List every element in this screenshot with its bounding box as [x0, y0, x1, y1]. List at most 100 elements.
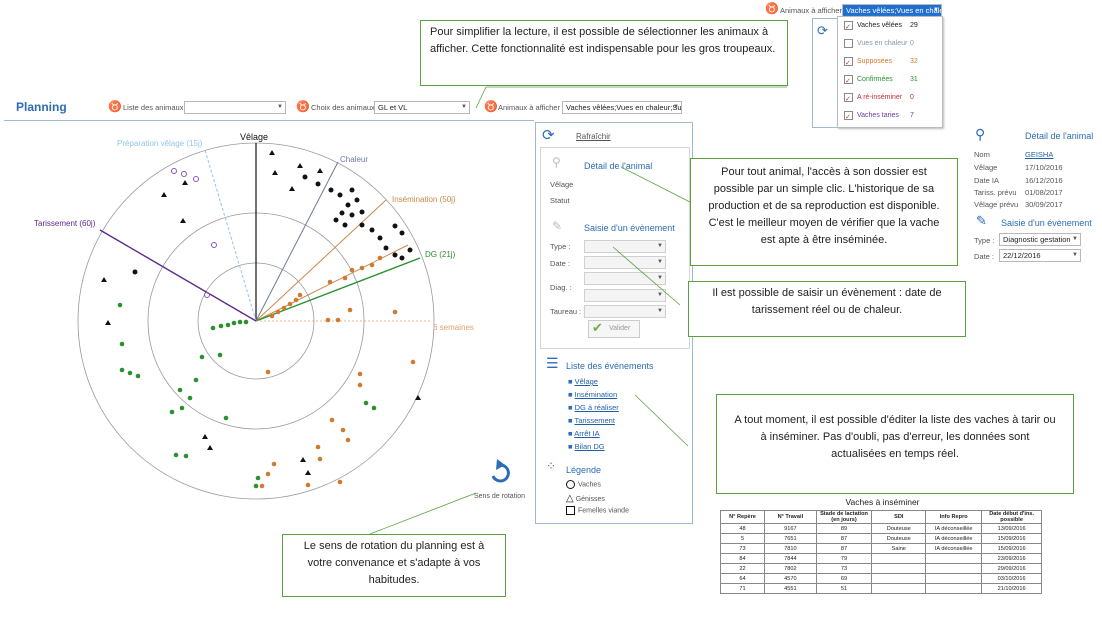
event-link[interactable]: ■ Bilan DG	[568, 442, 605, 451]
refresh-icon[interactable]: ⟳	[542, 127, 555, 144]
event-link[interactable]: ■ Vêlage	[568, 377, 598, 386]
detail-section	[540, 147, 690, 349]
diag-select[interactable]: ▼	[584, 289, 666, 302]
callout-liste: A tout moment, il est possible d'éditer …	[716, 394, 1074, 494]
pencil-icon: ✎	[552, 219, 563, 233]
table-cell: 13/09/2016	[981, 523, 1042, 534]
type-select[interactable]: ▼	[584, 240, 666, 253]
table-cell: 23/09/2016	[981, 553, 1042, 564]
table-cell: 4551	[764, 583, 817, 594]
table-cell: 22	[719, 563, 766, 574]
check-icon: ✔	[592, 320, 603, 335]
type-select[interactable]: Diagnostic gestation▼	[999, 233, 1081, 246]
chevron-down-icon: ▼	[657, 259, 663, 265]
table-cell: 87	[815, 543, 873, 554]
series-supposees	[259, 255, 416, 489]
table-cell: Douteuse	[871, 533, 927, 544]
velage-label: Vêlage	[974, 163, 998, 172]
header-divider	[4, 120, 534, 121]
table-cell	[925, 563, 983, 574]
animaux-afficher-select[interactable]: Vaches vêlées;Vues en chaleur;Su▼	[562, 101, 682, 114]
table-cell: 48	[719, 523, 766, 534]
table-cell: 87	[815, 533, 873, 544]
detail-animal-title: Détail de l'animal	[584, 161, 653, 171]
chevron-down-icon: ▼	[1072, 252, 1078, 258]
date-select[interactable]: ▼	[584, 256, 666, 269]
table-cell: 7802	[764, 563, 817, 574]
table-cell: IA déconseillée	[925, 543, 983, 554]
taureau-select[interactable]: ▼	[584, 305, 666, 318]
liste-animaux-label: Liste des animaux	[123, 103, 184, 112]
tariss-prevu-label: Tariss. prévu	[974, 188, 1017, 197]
date-label: Date :	[974, 252, 995, 261]
refresh-icon: ⟳	[817, 23, 828, 38]
table-cell	[925, 583, 983, 594]
event-link[interactable]: ■ DG à réaliser	[568, 403, 619, 412]
date-ia-label: Date IA	[974, 176, 1000, 185]
chevron-down-icon: ▼	[657, 243, 663, 249]
table-cell: 73	[719, 543, 766, 554]
table-cell: 4570	[764, 573, 817, 584]
event-link[interactable]: ■ Arrêt IA	[568, 429, 600, 438]
table-header: Date début d'ins. possible	[981, 510, 1042, 524]
dg-line	[255, 257, 421, 322]
nom-value[interactable]: GEISHA	[1025, 150, 1054, 159]
chaleur-axis-label: Chaleur	[340, 155, 368, 164]
table-cell: 71	[719, 583, 766, 594]
diag-label: Diag. :	[550, 283, 572, 292]
table-cell: 89	[815, 523, 873, 534]
rafraichir-link[interactable]: Rafraîchir	[576, 132, 611, 141]
header-bar: Planning ♉ Liste des animaux ▼ ♉ Choix d…	[4, 96, 694, 120]
sens-rotation-label: Sens de rotation	[474, 493, 525, 500]
table-cell: 64	[719, 573, 766, 584]
series-confirmees	[117, 302, 377, 489]
chevron-down-icon: ▼	[657, 292, 663, 298]
detail-animal-title: Détail de l'animal	[1025, 131, 1094, 141]
table-cell: 7651	[764, 533, 817, 544]
table-cell	[925, 573, 983, 584]
event-link[interactable]: ■ Tarissement	[568, 416, 615, 425]
liste-animaux-select[interactable]: ▼	[184, 101, 286, 114]
animaux-afficher-label: Animaux à afficher	[780, 6, 842, 15]
table-header: Info Repro	[925, 510, 983, 524]
liste-evenements-title: Liste des événements	[566, 361, 654, 371]
valider-button[interactable]: ✔ Valider	[588, 320, 640, 338]
cow-icon: ♉	[765, 3, 779, 15]
table-cell: 9167	[764, 523, 817, 534]
table-cell	[871, 573, 927, 584]
series-vaches-taries	[171, 168, 217, 298]
square-icon	[566, 506, 575, 515]
chevron-down-icon: ▼	[277, 104, 283, 110]
events-list: ■ Vêlage ■ Insémination ■ DG à réaliser …	[568, 377, 619, 455]
choix-animaux-select[interactable]: GL et VL▼	[374, 101, 470, 114]
table-cell: IA déconseillée	[925, 533, 983, 544]
event-link[interactable]: ■ Insémination	[568, 390, 618, 399]
chaleur-line	[255, 161, 339, 322]
table-title: Vaches à inséminer	[845, 497, 920, 507]
rotation-icon[interactable]	[491, 459, 510, 483]
pencil-icon: ✎	[976, 213, 987, 228]
callout-saisie: Il est possible de saisir un évènement :…	[688, 281, 966, 337]
table-cell	[871, 583, 927, 594]
table-cell: 79	[815, 553, 873, 564]
callout-rotation: Le sens de rotation du planning est à vo…	[282, 534, 506, 597]
legend-list: Vaches △Génisses Femelles viande	[566, 480, 629, 515]
choix-animaux-label: Choix des animaux	[311, 103, 375, 112]
table-cell: 29/09/2016	[981, 563, 1042, 574]
cow-icon: ♉	[108, 101, 122, 113]
tariss-prevu-value: 01/08/2017	[1025, 188, 1063, 197]
table-header: N° Travail	[764, 510, 817, 524]
cow-icon: ♉	[296, 101, 310, 113]
date-ia-value: 16/12/2016	[1025, 176, 1063, 185]
date-select[interactable]: 22/12/2016▼	[999, 249, 1081, 262]
